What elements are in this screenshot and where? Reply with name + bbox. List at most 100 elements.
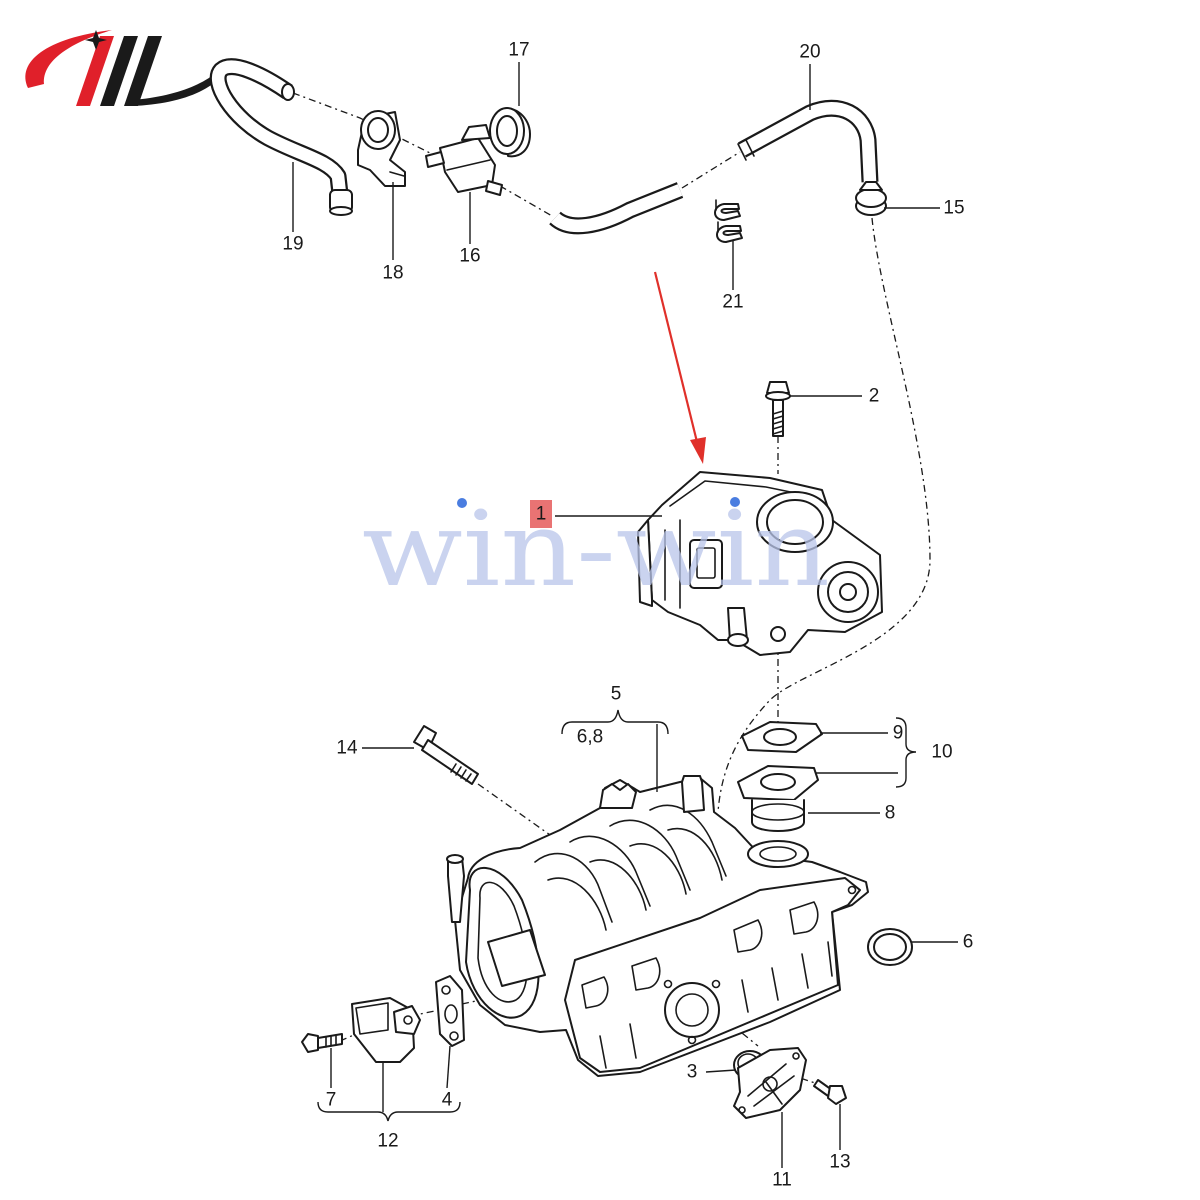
callout-16: 16 [459,246,480,267]
manifold-5-bolt-hole-1 [663,979,673,989]
dash-14-to-manifold [477,783,561,843]
flange-8-stub [751,799,805,832]
manifold-5-top-clip [599,783,637,809]
arrow-head [690,437,706,464]
bolt-2-thread [772,410,784,435]
part-4-gasket [435,975,465,1047]
throttle-1-connector [689,539,723,589]
hose-19-elbow-end [329,206,353,216]
throttle-1-ribs [664,519,681,609]
watermark-dot-right [730,497,740,507]
manifold-5-port-2 [631,957,661,991]
manifold-5-runner-3 [609,819,691,891]
manifold-5-runner-1 [534,852,613,923]
throttle-1-connector-socket [696,547,716,579]
clamp-15-upper-band [855,188,887,208]
manifold-5-bolt-hole-3 [687,1035,697,1045]
callout-3: 3 [687,1062,698,1083]
callout-9: 9 [893,723,904,744]
part-8-flange [737,765,819,832]
hose-19-open-end [281,83,295,101]
bolt-2-washer [765,391,791,401]
dash-19-to-16 [292,92,441,159]
valve-16-outlet-nozzle [485,180,503,196]
part-20-hose [549,99,879,235]
o-ring-6-inner [873,933,907,961]
manifold-5-left-pipe-top [446,854,464,864]
bolt-7-head [301,1033,319,1053]
callout-12: 12 [377,1131,398,1152]
part-7-bolt [301,1033,343,1053]
bracket-12 [317,1101,461,1122]
manifold-5-port-3 [733,919,763,953]
manifold-5-front-flange [564,877,861,1073]
bracket-10 [895,717,917,788]
part-14-bolt [413,725,479,785]
callout-19: 19 [282,234,303,255]
callout-8: 8 [885,803,896,824]
bolt-2-head [766,381,790,394]
callout-13: 13 [829,1152,850,1173]
part-17-seal-ring [489,107,531,158]
callout-18: 18 [382,263,403,284]
throttle-1-mount-boss [770,626,786,642]
valve-16-seam [446,159,491,171]
arrow-shaft [653,271,700,447]
callout-17: 17 [508,40,529,61]
cover-11-bolt-hole-1 [792,1052,800,1060]
manifold-5-runner-hoops [547,827,723,931]
flange-8-hole [760,773,796,791]
part-6-o-ring [867,928,913,966]
bolt-7-thread [325,1034,337,1048]
callout-6: 6 [963,932,974,953]
clamp-15-tab [859,181,883,191]
sensor-12-flange [393,1005,421,1035]
part-16-valve [425,124,503,196]
gasket-4-hole-bottom [449,1031,459,1041]
callout-1: 1 [536,504,547,525]
manifold-5-throttle-mount [747,840,809,868]
manifold-5-left-pipe [447,857,465,923]
manifold-5-bolt-hole-2 [711,979,721,989]
manifold-5-lower-ribs [599,941,833,1069]
hose-19-body [211,60,347,195]
throttle-1-bore-inner [766,499,824,545]
part-13-bolt [813,1079,847,1105]
throttle-1-pipe-end [727,633,749,647]
part-21-clips [714,199,743,243]
bolt-14-shank [421,739,479,785]
callout-14: 14 [336,738,358,759]
valve-16-connector [461,124,491,141]
part-18-bracket [357,110,406,187]
flange-8-stub-ring [751,803,805,821]
manifold-5-side-bolt-hole [847,885,857,895]
bracket-18-ring-hole [367,117,389,143]
logo-black-slash-1 [100,36,138,106]
hose-20-body [739,102,877,183]
bracket-5 [561,709,669,735]
dash-16-to-hose [499,185,553,217]
leader-3 [705,1069,737,1073]
callout-11: 11 [772,1170,792,1191]
watermark: win-win [362,488,830,610]
part-15-clamp [855,181,887,216]
gasket-4-hole-top [441,985,451,995]
throttle-1-motor-hub [839,583,857,601]
brand-logo [25,30,229,106]
manifold-5-runner-4 [649,804,727,877]
ring-17-hole [496,115,518,147]
logo-star-icon [85,30,107,50]
part-2-bolt [765,381,791,437]
logo-black-arc [132,58,229,106]
cover-11-ribs [747,1063,795,1107]
watermark-text: win-win [362,488,830,610]
clip-21-lower [716,225,743,243]
gasket-9-hole [763,728,797,746]
logo-black-slash-2 [124,36,162,106]
sensor-12-mount-hole [403,1015,413,1025]
callout-4: 4 [442,1090,453,1111]
manifold-5-plenum-box [487,929,546,987]
hose-20-sleeve [737,139,755,161]
clip-21-pins [715,199,719,233]
